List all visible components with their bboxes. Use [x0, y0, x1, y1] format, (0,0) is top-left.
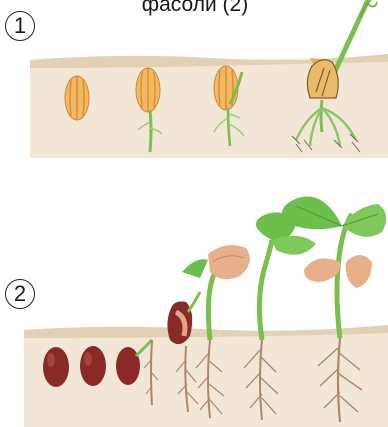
soil-band-2	[24, 325, 388, 427]
seed-stage-1	[65, 76, 89, 120]
panel-2-illustration	[24, 197, 388, 427]
bean-stage-2	[80, 346, 106, 386]
figure-caption: фасоли (2)	[100, 0, 290, 17]
panel-number-1: 1	[5, 11, 35, 41]
bean-stage-1	[43, 347, 69, 387]
panel-1-illustration	[30, 0, 388, 158]
panel-number-2: 2	[5, 279, 35, 309]
